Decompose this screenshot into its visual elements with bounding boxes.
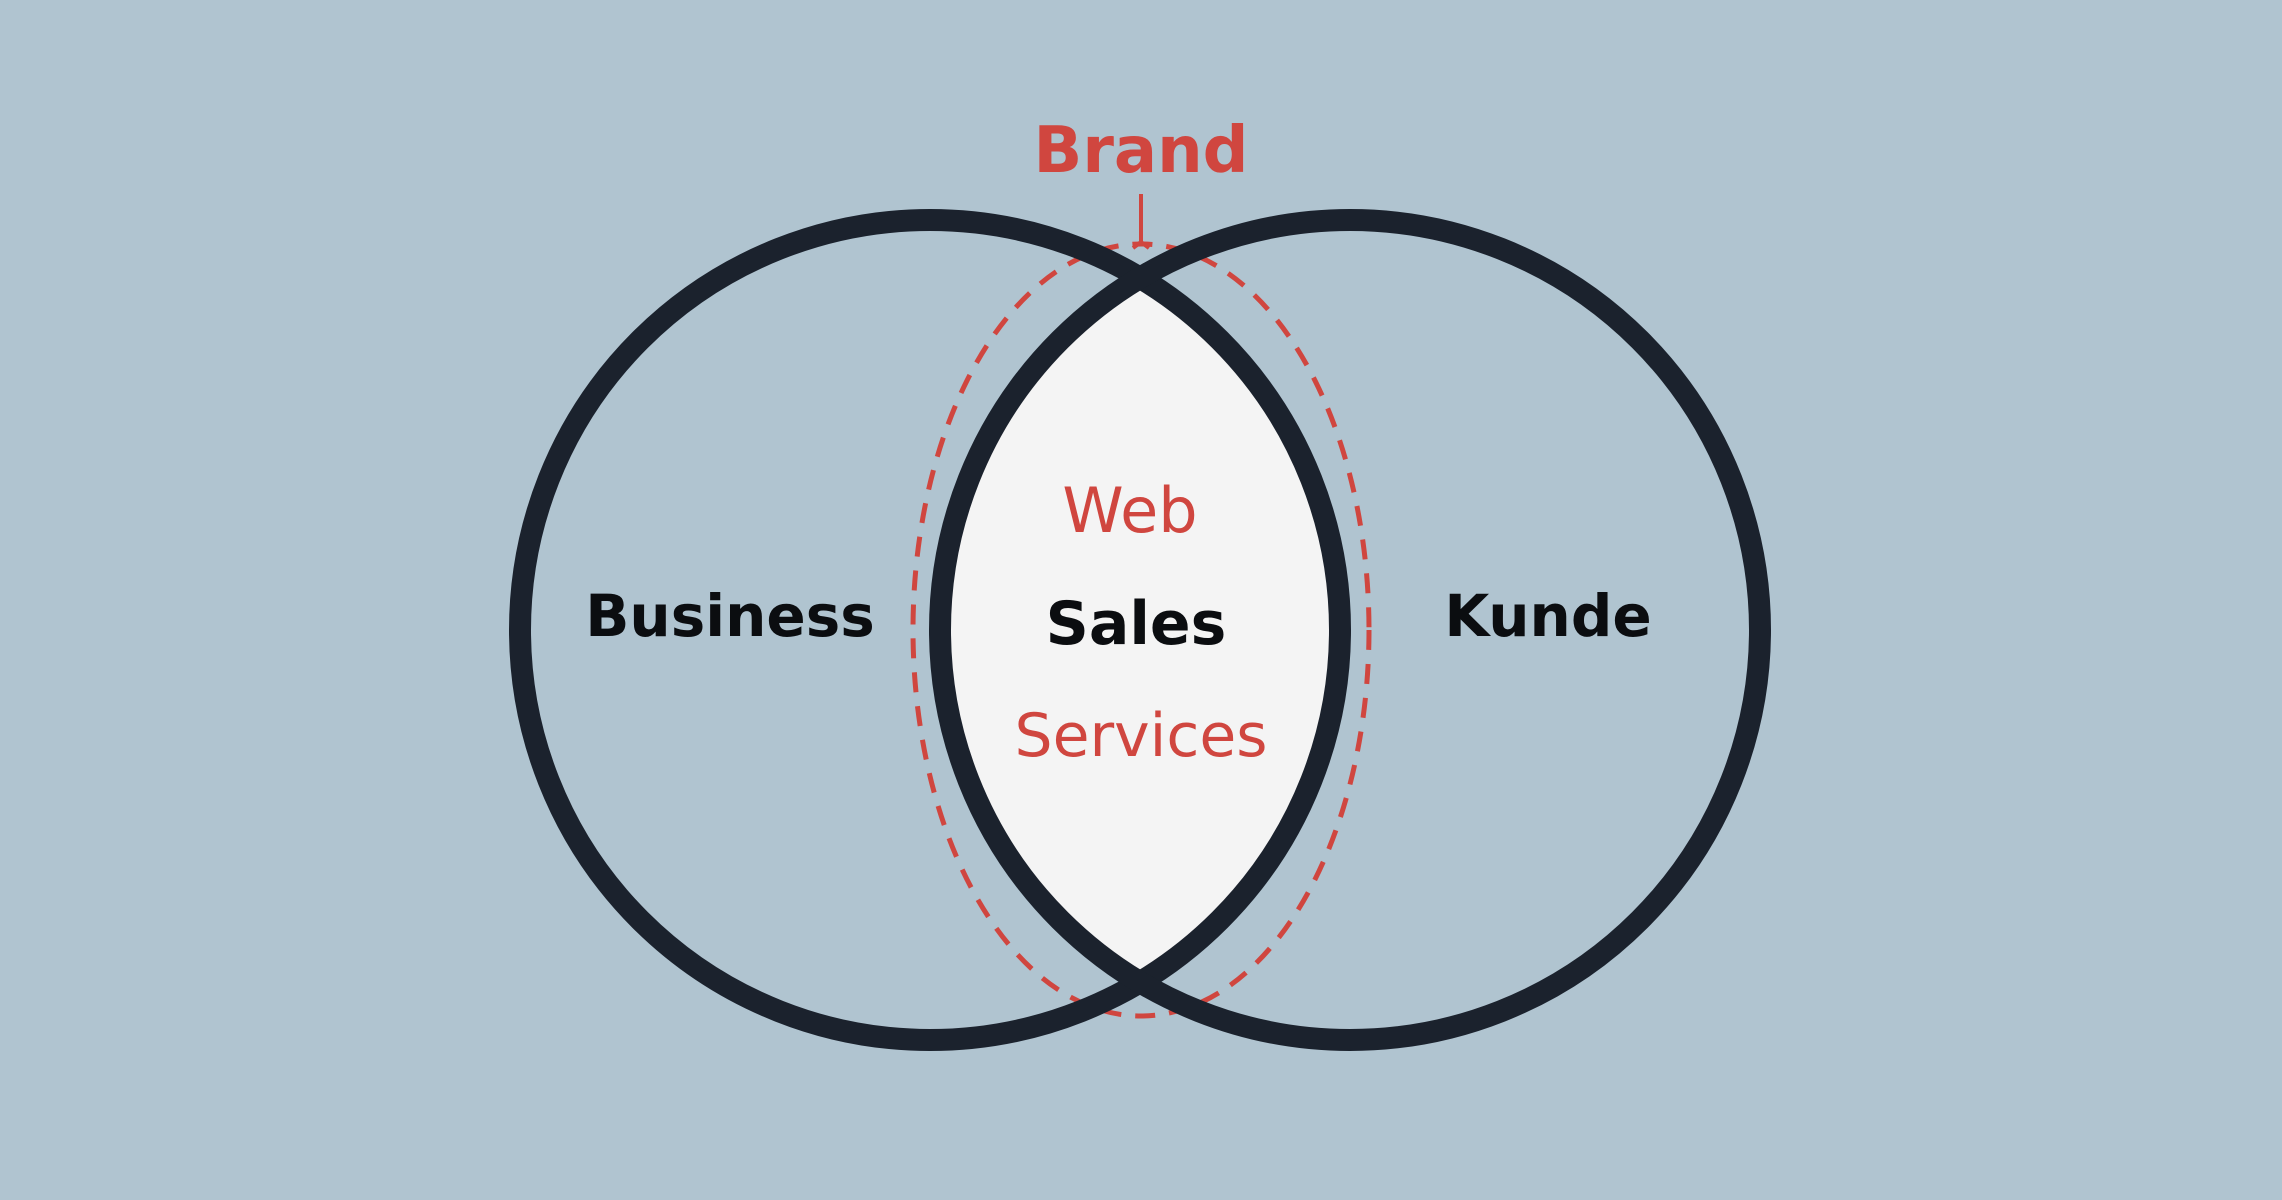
- services-label: Services: [1014, 701, 1267, 771]
- sales-label: Sales: [1046, 589, 1227, 659]
- business-label: Business: [585, 582, 875, 650]
- intersection-area: [940, 220, 1340, 1040]
- web-label: Web: [1062, 474, 1197, 547]
- business-circle: [509, 209, 1351, 1051]
- kunde-label: Kunde: [1444, 582, 1651, 650]
- brand-label: Brand: [1034, 114, 1249, 188]
- brand-pointer: [1131, 194, 1151, 250]
- kunde-circle: [929, 209, 1771, 1051]
